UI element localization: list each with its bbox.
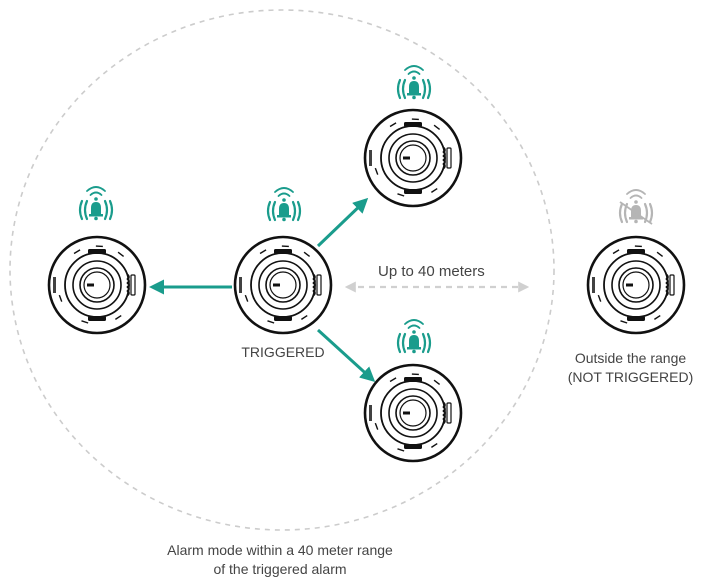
caption-line1: Alarm mode within a 40 meter range <box>167 542 393 558</box>
outside-label-line2: (NOT TRIGGERED) <box>567 369 694 385</box>
caption-line2: of the triggered alarm <box>213 561 347 577</box>
outside-label: Outside the range (NOT TRIGGERED) <box>560 349 701 387</box>
smoke-alarm-device-outside <box>586 235 686 335</box>
bell-muted-icon <box>618 189 654 225</box>
caption: Alarm mode within a 40 meter range of th… <box>120 541 440 579</box>
smoke-alarm-device-left <box>47 235 147 335</box>
smoke-alarm-device-bottom-right <box>363 363 463 463</box>
outside-label-line1: Outside the range <box>574 350 687 366</box>
smoke-alarm-device-top-right <box>363 108 463 208</box>
range-circle <box>9 9 555 531</box>
smoke-alarm-device-triggered <box>233 235 333 335</box>
bell-alarm-icon <box>266 187 302 222</box>
arrow-to-top-right <box>316 197 369 248</box>
arrow-to-bottom-right <box>316 328 376 383</box>
distance-label: Up to 40 meters <box>378 263 485 280</box>
bell-alarm-icon <box>396 65 432 100</box>
bell-alarm-icon <box>78 186 114 221</box>
triggered-label: TRIGGERED <box>241 344 325 360</box>
bell-alarm-icon <box>396 319 432 354</box>
